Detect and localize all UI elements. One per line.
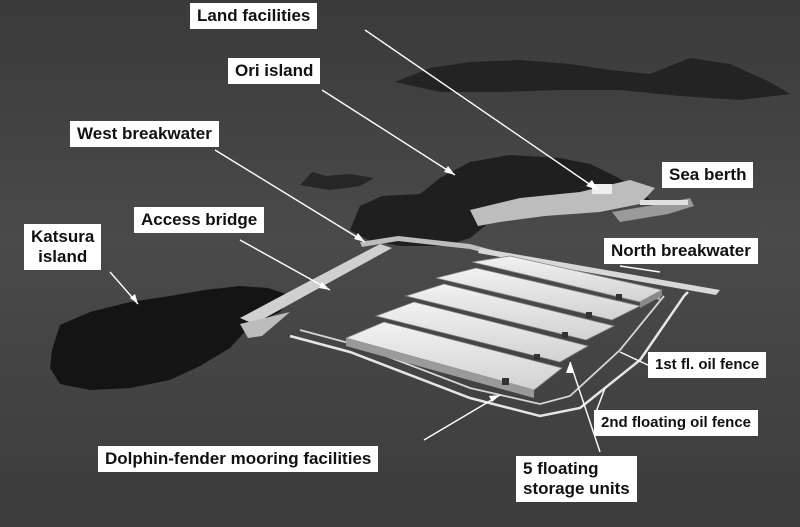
label-storage-line1: 5 floating: [523, 459, 599, 478]
label-katsura-line1: Katsura: [31, 227, 95, 246]
second-oil-fence: [289, 291, 689, 418]
storage-unit-5-side: [346, 338, 534, 398]
dolphin-3: [562, 332, 568, 338]
bridge-deck: [240, 312, 290, 338]
leader-land-facilities: [364, 29, 599, 191]
arrow-access-bridge: [319, 282, 330, 290]
leader-oil-fence-2: [595, 387, 606, 413]
arrow-katsura: [130, 294, 138, 304]
storage-units: [344, 255, 664, 398]
leader-lines: [109, 29, 661, 453]
label-oil-fence-2: 2nd floating oil fence: [594, 410, 759, 436]
storage-unit-3: [404, 283, 616, 341]
label-ori-island: Ori island: [228, 58, 321, 84]
label-access-bridge: Access bridge: [134, 207, 265, 233]
leader-access-bridge: [239, 239, 331, 291]
leader-ori-island: [321, 89, 456, 176]
small-islet: [300, 172, 374, 190]
label-sea-berth: Sea berth: [662, 162, 754, 188]
storage-unit-4: [374, 301, 590, 363]
leader-storage: [569, 361, 601, 453]
arrow-land-facilities: [586, 180, 598, 190]
ori-island: [350, 155, 650, 246]
label-west-breakwater: West breakwater: [70, 121, 219, 147]
facility-building: [592, 184, 612, 194]
storage-unit-5: [344, 321, 563, 391]
north-breakwater: [478, 248, 720, 295]
dolphin-5: [502, 378, 509, 385]
arrow-dolphin: [489, 395, 500, 402]
distant-island: [395, 58, 790, 100]
storage-unit-1-side: [640, 290, 662, 308]
arrow-ori-island: [444, 166, 455, 175]
label-katsura-island: Katsura island: [24, 224, 102, 270]
dolphin-4: [534, 354, 540, 360]
dolphin-1: [616, 294, 622, 300]
leader-oil-fence-1: [619, 351, 651, 367]
label-oil-fence-1: 1st fl. oil fence: [648, 352, 767, 378]
arrow-west-breakwater: [354, 233, 365, 242]
label-north-breakwater: North breakwater: [604, 238, 758, 264]
katsura-island: [50, 286, 292, 390]
leader-north-breakwater: [619, 265, 661, 273]
label-dolphin-fender: Dolphin-fender mooring facilities: [98, 446, 379, 472]
label-storage-units: 5 floating storage units: [516, 456, 637, 502]
dolphin-2: [586, 312, 592, 318]
leader-dolphin: [423, 394, 501, 441]
arrow-storage: [566, 362, 573, 373]
sea-berth-pier: [640, 200, 688, 205]
leader-west-breakwater: [214, 149, 366, 243]
label-katsura-line2: island: [38, 247, 88, 266]
label-storage-line2: storage units: [523, 479, 630, 498]
label-land-facilities: Land facilities: [190, 3, 318, 29]
access-bridge: [240, 244, 392, 324]
leader-arrowheads: [130, 166, 598, 402]
